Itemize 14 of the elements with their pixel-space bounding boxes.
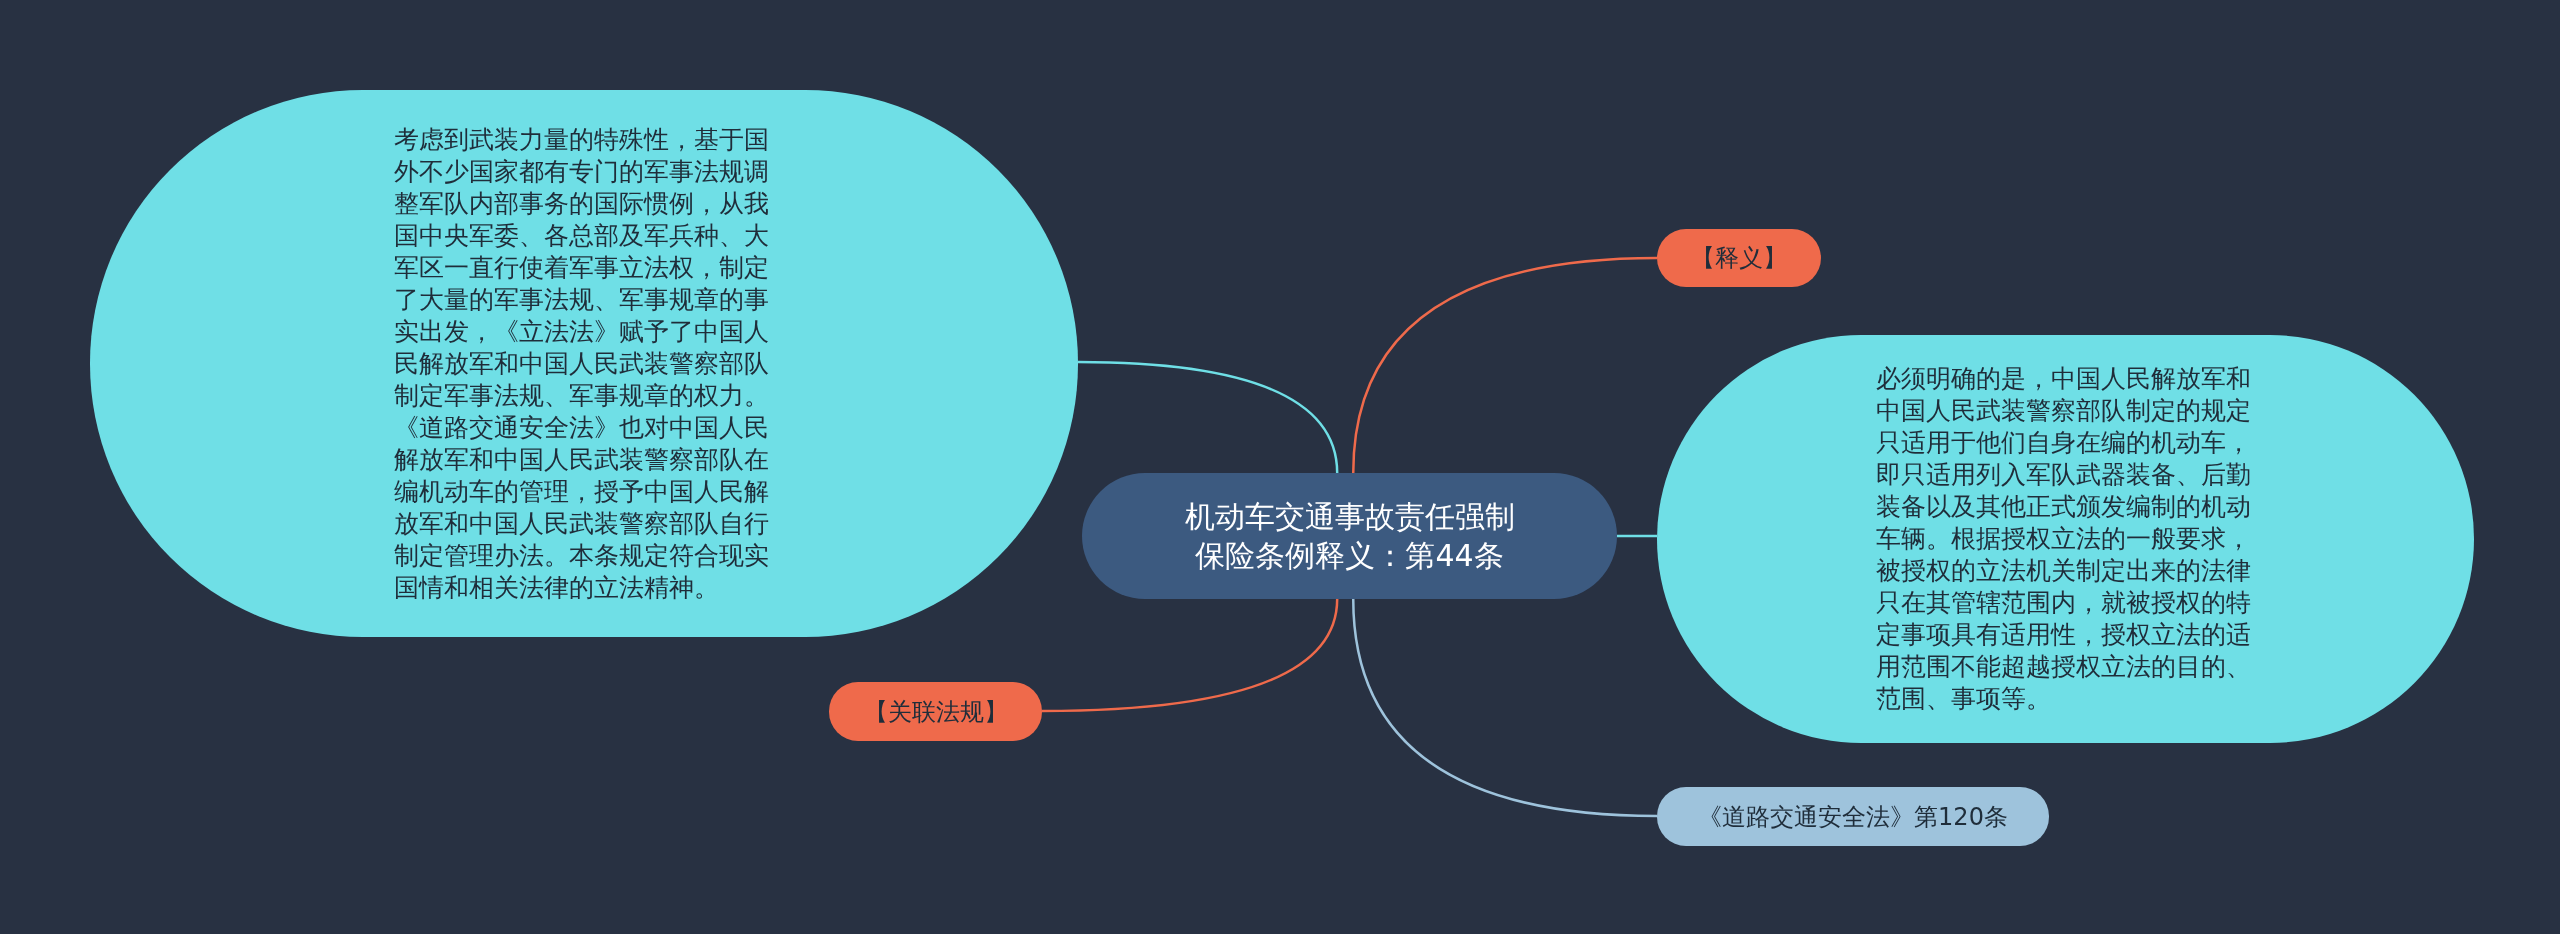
topic-label [1657, 229, 1821, 287]
node-text: 【释义】 [1691, 246, 1787, 270]
connector-line [1352, 598, 1658, 818]
connector-line [1041, 598, 1339, 713]
node-text: 【关联法规】 [863, 699, 1008, 724]
connector-line [1352, 256, 1658, 474]
reference-label [1657, 787, 2049, 846]
node-text: 机动车交通事故责任强制保险条例释义：第44条 [1183, 498, 1516, 575]
connector-line [1617, 534, 1657, 538]
node-text: 必须明确的是，中国人民解放军和中国人民武装警察部队制定的规定只适用于他们自身在编的机动车，即只适用列入军队武器装备、后勤装备以及其他正式颁发编制的机动车辆。根据授权立法的一般要求，被授权的立法机关制定出来的法律只在其管辖范围内，就被授权的特定事项具有适用性，授权立法的适用范围不能超越授权立法的目的、范围、事项等。 [1875, 363, 2252, 715]
topic-label [829, 682, 1042, 741]
node-text: 《道路交通安全法》第120条 [1698, 804, 2008, 829]
node-text: 考虑到武装力量的特殊性，基于国外不少国家都有专门的军事法规调整军队内部事务的国际惯例，从我国中央军委、各总部及军兵种、大军区一直行使着军事立法权，制定了大量的军事法规、军事规章的事实出发，《立法法》赋予了中国人民解放军和中国人民武装警察部队制定军事法规、军事规章的权力。《道路交通安全法》也对中国人民解放军和中国人民武装警察部队在编机动车的管理，授予中国人民解放军和中国人民武装警察部队自行制定管理办法。本条规定符合现实国情和相关法律的立法精神。 [394, 123, 770, 604]
connector-line [1077, 360, 1339, 474]
